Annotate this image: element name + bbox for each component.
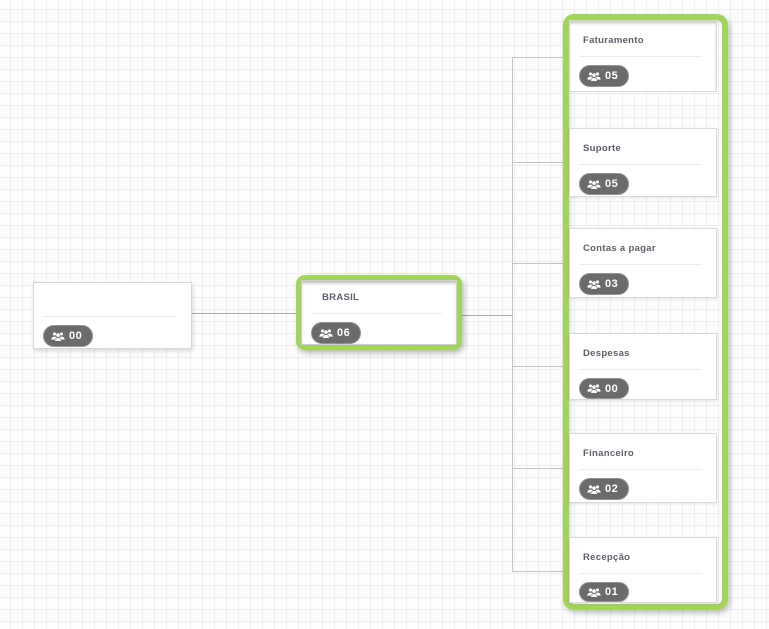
member-count-badge[interactable]: 00 (579, 378, 630, 399)
member-count: 00 (69, 330, 83, 342)
node-title: Financeiro (583, 448, 635, 459)
users-group-icon (587, 71, 601, 82)
connector-stub-4 (512, 366, 563, 367)
org-node-selected-wrapper: BRASIL 06 (296, 275, 462, 350)
users-group-icon (587, 279, 601, 290)
connector-stub-1 (512, 57, 563, 58)
node-title (47, 295, 179, 308)
connector-stub-3 (512, 263, 563, 264)
connector-root-to-selected (192, 313, 296, 314)
node-title: Recepção (583, 552, 631, 563)
member-count: 03 (605, 278, 619, 290)
member-count: 06 (337, 327, 351, 339)
node-title: Faturamento (583, 35, 644, 46)
users-group-icon (587, 587, 601, 598)
member-count: 05 (605, 178, 619, 190)
org-node-suporte[interactable]: Suporte 05 (569, 128, 717, 197)
node-divider (43, 316, 177, 317)
member-count-badge[interactable]: 06 (311, 322, 362, 344)
node-divider (579, 469, 702, 470)
connector-stub-5 (512, 468, 563, 469)
users-group-icon (587, 484, 601, 495)
org-node-faturamento[interactable]: Faturamento 05 (569, 20, 717, 92)
member-count: 00 (605, 382, 619, 395)
node-title: BRASIL (322, 292, 360, 303)
node-divider (579, 573, 702, 574)
member-count-badge[interactable]: 02 (579, 478, 630, 500)
node-divider (579, 369, 702, 370)
users-group-icon (587, 383, 601, 394)
member-count-badge[interactable]: 05 (579, 65, 630, 87)
member-count: 01 (605, 586, 619, 598)
member-count: 02 (605, 483, 619, 495)
member-count-badge[interactable]: 03 (579, 273, 630, 295)
member-count-badge[interactable]: 01 (579, 582, 630, 602)
connector-stub-6 (512, 571, 563, 572)
connector-selected-to-trunk (462, 315, 512, 316)
node-title: Despesas (583, 348, 630, 359)
org-node-recepcao[interactable]: Recepção 01 (569, 537, 717, 603)
connector-stub-2 (512, 162, 563, 163)
node-title: Contas a pagar (583, 243, 656, 254)
users-group-icon (587, 179, 601, 190)
users-group-icon (51, 331, 65, 342)
connector-trunk (512, 57, 513, 572)
member-count-badge[interactable]: 05 (579, 173, 630, 195)
node-title: Suporte (583, 143, 621, 154)
org-node-contas-a-pagar[interactable]: Contas a pagar 03 (569, 228, 717, 298)
member-count: 05 (605, 70, 619, 82)
node-divider (579, 56, 702, 57)
node-divider (579, 164, 702, 165)
org-node-despesas[interactable]: Despesas 00 (569, 333, 717, 400)
org-node-brasil[interactable]: BRASIL 06 (301, 280, 457, 345)
users-group-icon (319, 328, 333, 339)
member-count-badge[interactable]: 00 (43, 325, 94, 347)
org-node-root[interactable]: 00 (33, 282, 192, 349)
org-node-financeiro[interactable]: Financeiro 02 (569, 433, 717, 503)
node-divider (311, 313, 442, 314)
org-children-group-wrapper: Faturamento 05 Suporte (563, 14, 728, 610)
node-divider (579, 264, 702, 265)
